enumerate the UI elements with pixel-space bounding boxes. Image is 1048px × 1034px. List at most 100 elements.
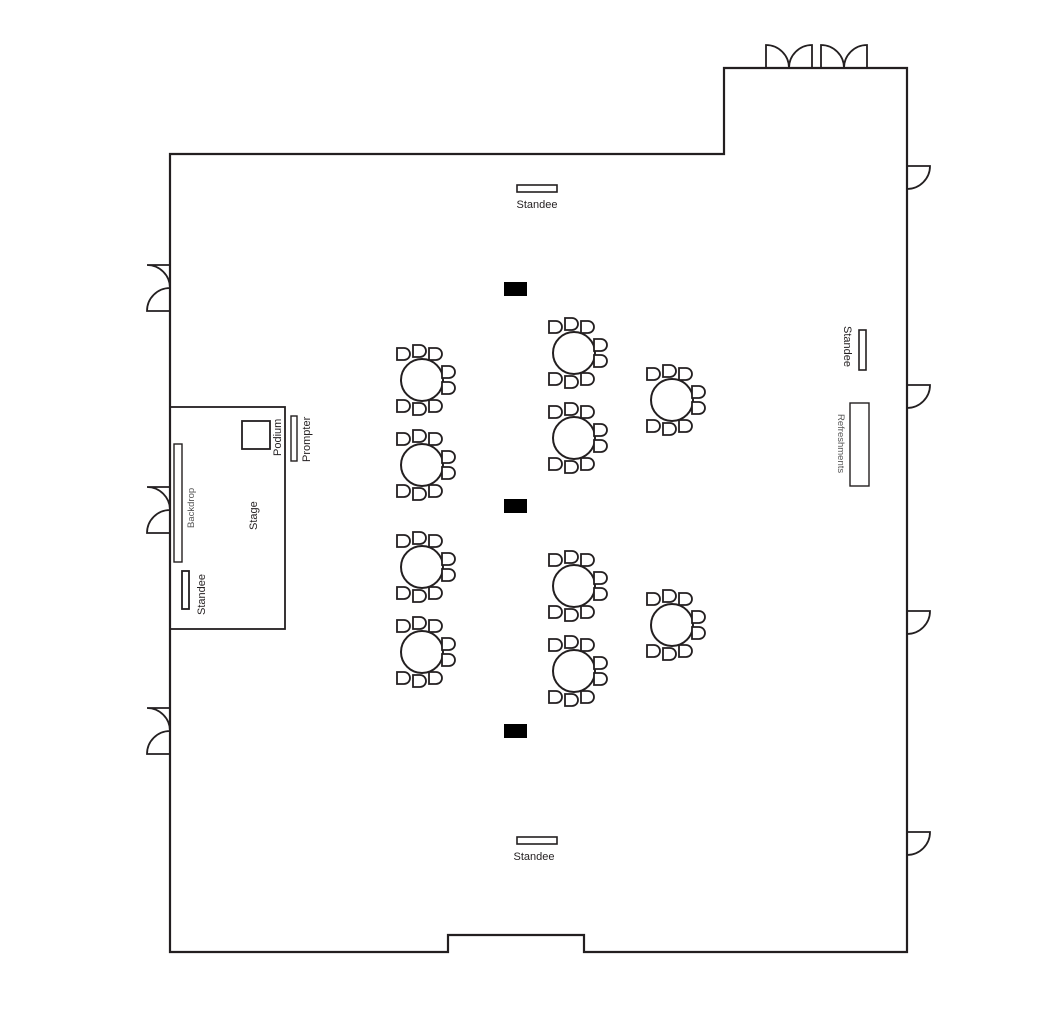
standee-top xyxy=(516,184,558,193)
pillar xyxy=(504,499,527,513)
chair xyxy=(662,364,677,378)
chair xyxy=(678,592,693,606)
chair xyxy=(428,484,443,498)
chair xyxy=(412,487,427,501)
chair xyxy=(580,405,595,419)
pillar xyxy=(504,724,527,738)
table-top xyxy=(552,649,596,693)
chair xyxy=(548,372,563,386)
chair xyxy=(564,635,579,649)
chair xyxy=(412,531,427,545)
chair xyxy=(564,550,579,564)
round-table xyxy=(396,429,456,501)
chair xyxy=(564,317,579,331)
room-walls xyxy=(168,66,909,954)
chair xyxy=(428,534,443,548)
chair xyxy=(412,402,427,416)
round-table xyxy=(548,550,608,622)
chair xyxy=(580,690,595,704)
chair xyxy=(548,457,563,471)
stage-label: Stage xyxy=(248,501,260,530)
chair xyxy=(691,626,706,640)
chair xyxy=(428,347,443,361)
prompter-label: Prompter xyxy=(301,416,313,462)
door-right-1 xyxy=(906,165,931,190)
chair xyxy=(428,399,443,413)
table-top xyxy=(650,378,694,422)
chair xyxy=(580,457,595,471)
chair xyxy=(428,586,443,600)
chair xyxy=(441,381,456,395)
chair xyxy=(396,484,411,498)
table-top xyxy=(650,603,694,647)
refreshments-label: Refreshments xyxy=(835,414,846,473)
refreshments-table xyxy=(849,402,870,487)
chair xyxy=(646,419,661,433)
round-table xyxy=(396,531,456,603)
chair xyxy=(441,653,456,667)
chair xyxy=(441,552,456,566)
chair xyxy=(593,338,608,352)
door-top-1 xyxy=(765,44,813,69)
round-table xyxy=(548,635,608,707)
prompter xyxy=(290,415,298,462)
round-table xyxy=(548,402,608,474)
chair xyxy=(564,375,579,389)
table-top xyxy=(400,443,444,487)
standee-top-label: Standee xyxy=(517,199,558,211)
chair xyxy=(593,672,608,686)
chair xyxy=(691,610,706,624)
chair xyxy=(564,693,579,707)
standee-right-label: Standee xyxy=(841,326,853,367)
chair xyxy=(396,399,411,413)
chair xyxy=(593,354,608,368)
chair xyxy=(580,605,595,619)
chair xyxy=(441,568,456,582)
chair xyxy=(396,534,411,548)
door-right-2 xyxy=(906,384,931,409)
chair xyxy=(691,385,706,399)
chair xyxy=(412,589,427,603)
door-right-3 xyxy=(906,610,931,635)
chair xyxy=(593,571,608,585)
table-top xyxy=(552,331,596,375)
door-left-2 xyxy=(146,486,171,534)
chair xyxy=(662,422,677,436)
standee-stage-label: Standee xyxy=(196,574,208,615)
chair xyxy=(396,619,411,633)
pillar xyxy=(504,282,527,296)
round-table xyxy=(646,364,706,436)
chair xyxy=(548,605,563,619)
backdrop xyxy=(173,443,183,563)
chair xyxy=(564,608,579,622)
door-left-3 xyxy=(146,707,171,755)
table-top xyxy=(552,416,596,460)
chair xyxy=(646,367,661,381)
standee-bottom xyxy=(516,836,558,845)
chair xyxy=(396,432,411,446)
chair xyxy=(412,429,427,443)
chair xyxy=(412,616,427,630)
chair xyxy=(678,644,693,658)
round-table xyxy=(396,616,456,688)
chair xyxy=(396,671,411,685)
chair xyxy=(580,320,595,334)
table-top xyxy=(400,545,444,589)
chair xyxy=(580,638,595,652)
chair xyxy=(412,344,427,358)
podium xyxy=(241,420,271,450)
chair xyxy=(441,365,456,379)
chair xyxy=(580,553,595,567)
table-top xyxy=(552,564,596,608)
door-top-2 xyxy=(820,44,868,69)
chair xyxy=(580,372,595,386)
chair xyxy=(428,432,443,446)
tables-group xyxy=(396,317,706,707)
chair xyxy=(564,460,579,474)
standee-stage xyxy=(181,570,190,610)
round-table xyxy=(646,589,706,661)
round-table xyxy=(548,317,608,389)
chair xyxy=(646,644,661,658)
round-table xyxy=(396,344,456,416)
chair xyxy=(441,466,456,480)
